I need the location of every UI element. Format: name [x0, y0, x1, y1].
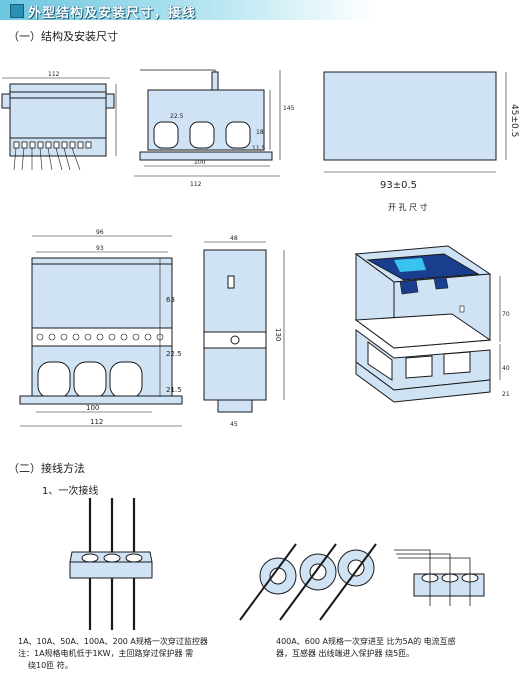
title-banner	[0, 0, 520, 20]
panel-cutout-label: 开 孔 尺 寸	[388, 202, 428, 212]
panel-cutout-drawing: 93±0.5 45±0.5 开 孔 尺 寸	[323, 71, 519, 212]
side-view-middle: 48 130 45	[203, 235, 285, 428]
dim-18: 18	[256, 129, 264, 136]
banner-square-icon	[10, 4, 24, 18]
dim-112-top: 112	[48, 71, 60, 78]
wiring-diagram-left	[69, 498, 153, 630]
dim-panel-height: 45±0.5	[509, 104, 519, 137]
wiring-subtitle: 1、一次接线	[42, 486, 99, 497]
front-view-middle-left: 96 93 63 22.5 21.5 100 112	[19, 229, 183, 427]
dim-145: 145	[283, 105, 295, 112]
dim-63: 63	[166, 296, 175, 304]
caption-left-line3: 绕10匝 符。	[28, 661, 73, 670]
section-wiring-title: （二）接线方法	[8, 462, 85, 475]
front-view-top-left: 112	[1, 71, 117, 171]
wiring-diagram-right	[239, 543, 485, 621]
dim-93: 93	[96, 245, 104, 252]
dim-11-5: 11.5	[252, 145, 266, 152]
caption-left-line2: 注：1A规格电机低于1KW，主回路穿过保护器 需	[18, 649, 194, 658]
dim-100-top: 100	[194, 159, 206, 166]
dim-22-5: 22.5	[170, 113, 184, 120]
dim-48: 48	[230, 235, 238, 242]
dim-21-5: 21.5	[166, 386, 182, 394]
dim-112-bottom: 112	[190, 181, 202, 188]
isometric-view: 70 40 21	[354, 245, 510, 403]
dim-96: 96	[96, 229, 104, 236]
dim-40: 40	[502, 365, 510, 372]
dim-panel-width: 93±0.5	[380, 180, 417, 191]
dim-21: 21	[502, 391, 510, 398]
dim-22-5b: 22.5	[166, 350, 182, 358]
caption-left-line1: 1A、10A、50A、100A、200 A规格一次穿过监控器	[18, 637, 208, 646]
dim-45: 45	[230, 421, 238, 428]
section-structure-title: （一）结构及安装尺寸	[8, 30, 118, 43]
side-view-top-middle: 100 112 145 18 11.5 22.5	[134, 69, 295, 188]
dim-70: 70	[502, 311, 510, 318]
dim-130: 130	[274, 328, 282, 341]
caption-right-line2: 器，互感器 出线端进入保护器 绕5匝。	[276, 649, 415, 658]
dim-100-mid: 100	[86, 404, 99, 412]
caption-right-line1: 400A、600 A规格一次穿进至 比为5A的 电流互感	[276, 637, 456, 646]
dim-112-mid: 112	[90, 418, 103, 426]
page-title: 外型结构及安装尺寸，接线	[28, 6, 197, 21]
